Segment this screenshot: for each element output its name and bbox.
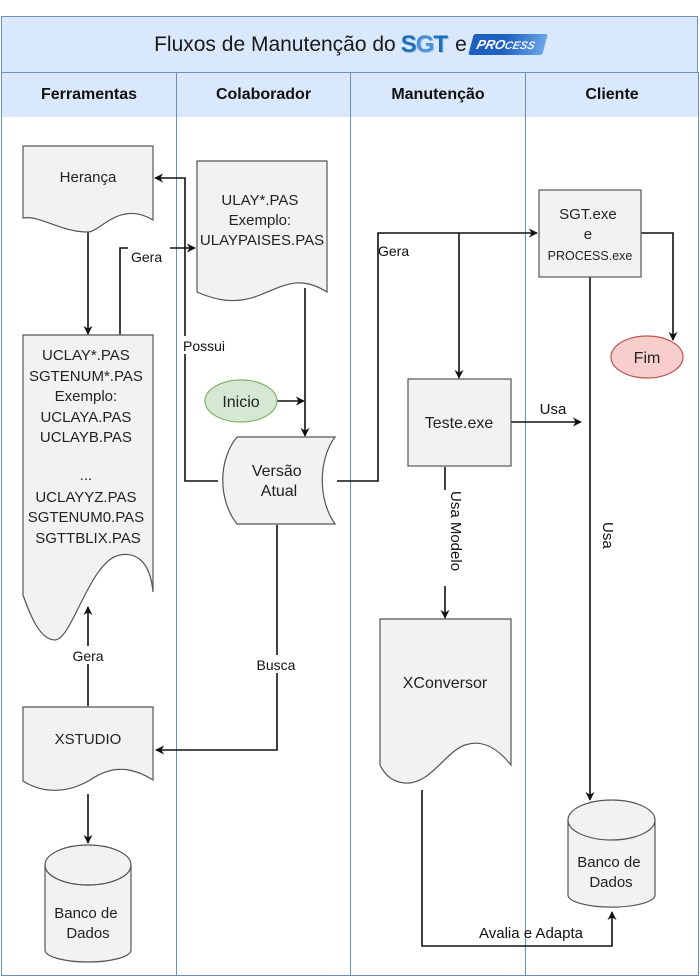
edge-label-busca: Busca [257,657,296,673]
diagram-title: Fluxos de Manutenção do SGT e PROCESS [2,17,697,72]
edge-sgtexe-to-fim [641,232,678,341]
uclay-line: SGTTBLIX.PAS [35,530,141,547]
lane-header-ferramentas: Ferramentas [1,72,177,118]
ulay-line: Exemplo: [229,212,292,229]
node-fim[interactable]: Fim [610,335,684,379]
sgt-logo-g: G [415,30,435,58]
edge-label-bg [128,247,170,265]
edge-versao-to-heranca [154,173,218,482]
edge-label-bg [437,490,455,586]
versao-line: Atual [261,483,297,500]
banco1-line: Dados [66,925,109,942]
sgt-logo-s: S [400,30,417,58]
node-xstudio[interactable]: XSTUDIO [22,706,154,791]
edge-label-bg [68,646,108,664]
node-xconversor-label: XConversor [403,675,488,692]
node-uclay[interactable]: UCLAY*.PAS SGTENUM*.PAS Exemplo: UCLAYA.… [22,334,154,641]
sgtexe-line: e [584,226,592,243]
edge-label-bg [183,336,233,354]
node-banco-dados-2-label: Banco de Dados [577,854,645,891]
node-banco-dados-1-label: Banco de Dados [54,905,122,942]
uclay-line: UCLAY*.PAS [42,347,130,364]
node-inicio-label: Inicio [222,394,259,411]
edge-label-bg [252,655,302,673]
uclay-line: SGTENUM*.PAS [29,368,143,385]
node-heranca[interactable]: Herança [22,145,154,233]
node-teste-exe[interactable]: Teste.exe [407,378,512,467]
edge-label-gera-xstudio: Gera [72,648,103,664]
uclay-line: Exemplo: [55,388,118,405]
sgt-logo: SGT [400,30,448,59]
node-ulay[interactable]: ULAY*.PAS Exemplo: ULAYPAISES.PAS [196,160,328,302]
edge-versao-to-xstudio [155,525,278,755]
ulay-line: ULAY*.PAS [221,192,298,209]
edge-label-usa-modelo: Usa Modelo [447,491,464,571]
edge-label-usa-teste: Usa [540,401,567,418]
node-versao-atual-label: Versão Atual [252,463,306,500]
node-versao-atual[interactable]: Versão Atual [222,436,337,525]
title-text: Fluxos de Manutenção do [154,32,396,56]
banco2-line: Dados [589,874,632,891]
uclay-line: UCLAYYZ.PAS [35,489,136,506]
lane-header-cliente: Cliente [525,72,699,118]
edge-label-bg [598,520,614,556]
uclay-line: UCLAYA.PAS [40,409,131,426]
sgtexe-line: SGT.exe [559,206,617,223]
edge-label-avalia-adapta: Avalia e Adapta [479,925,584,942]
edge-label-gera-ulay: Gera [131,249,162,265]
edge-xconversor-to-banco [421,790,617,947]
node-heranca-label: Herança [60,169,117,186]
node-ulay-label: ULAY*.PAS Exemplo: ULAYPAISES.PAS [200,192,324,249]
diagram-title-bar: Fluxos de Manutenção do SGT e PROCESS [1,16,698,73]
node-sgt-process-exe-label: SGT.exe e PROCESS.exe [548,206,633,263]
sgt-logo-t: T [433,30,448,58]
ulay-line: ULAYPAISES.PAS [200,232,324,249]
versao-line: Versão [252,463,302,480]
title-conjunction: e [455,32,467,56]
node-fim-label: Fim [634,350,661,367]
node-xconversor[interactable]: XConversor [379,618,512,784]
node-inicio[interactable]: Inicio [204,379,278,423]
uclay-line: UCLAYB.PAS [40,429,132,446]
lane-header-manutencao: Manutenção [350,72,526,118]
node-teste-exe-label: Teste.exe [425,415,494,432]
node-banco-dados-1[interactable]: Banco de Dados [44,844,132,963]
sgtexe-line: PROCESS.exe [548,249,633,263]
banco2-line: Banco de [577,854,640,871]
edge-label-possui: Possui [183,338,225,354]
node-banco-dados-2[interactable]: Banco de Dados [567,799,656,908]
edge-label-gera-sgt: Gera [378,243,409,259]
node-xstudio-label: XSTUDIO [55,731,122,748]
banco1-line: Banco de [54,905,117,922]
uclay-line: SGTENUM0.PAS [28,509,144,526]
lane-header-colaborador: Colaborador [176,72,351,118]
node-sgt-process-exe[interactable]: SGT.exe e PROCESS.exe [538,189,642,278]
uclay-line: ... [80,467,93,484]
edge-versao-to-sgtexe [337,228,538,482]
node-uclay-label: UCLAY*.PAS SGTENUM*.PAS Exemplo: UCLAYA.… [28,347,149,547]
edge-label-usa-cliente: Usa [599,522,616,549]
